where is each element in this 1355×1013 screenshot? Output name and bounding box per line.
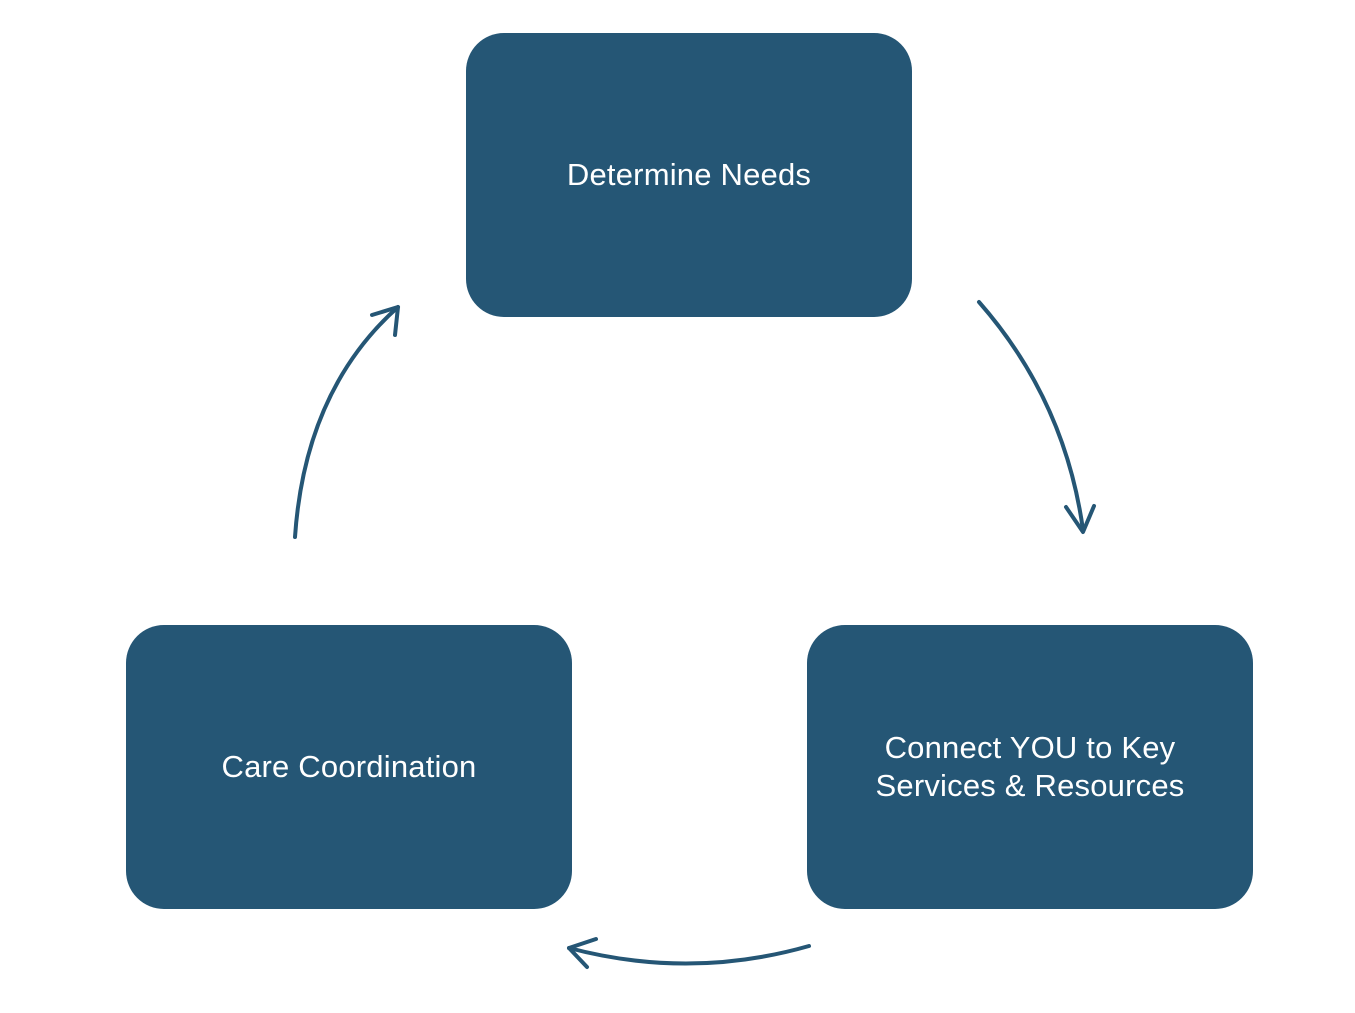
arrow-care-to-needs (293, 305, 400, 539)
node-connect-services: Connect YOU to Key Services & Resources (807, 625, 1253, 909)
node-determine-needs: Determine Needs (466, 33, 912, 317)
node-label: Determine Needs (566, 157, 812, 192)
arrow-connect-to-care (567, 937, 811, 969)
node-care-coordination: Care Coordination (126, 625, 572, 909)
node-label: Care Coordination (221, 749, 477, 784)
node-label: Connect YOU to Key Services & Resources (875, 730, 1185, 803)
arrow-needs-to-connect (977, 300, 1096, 534)
